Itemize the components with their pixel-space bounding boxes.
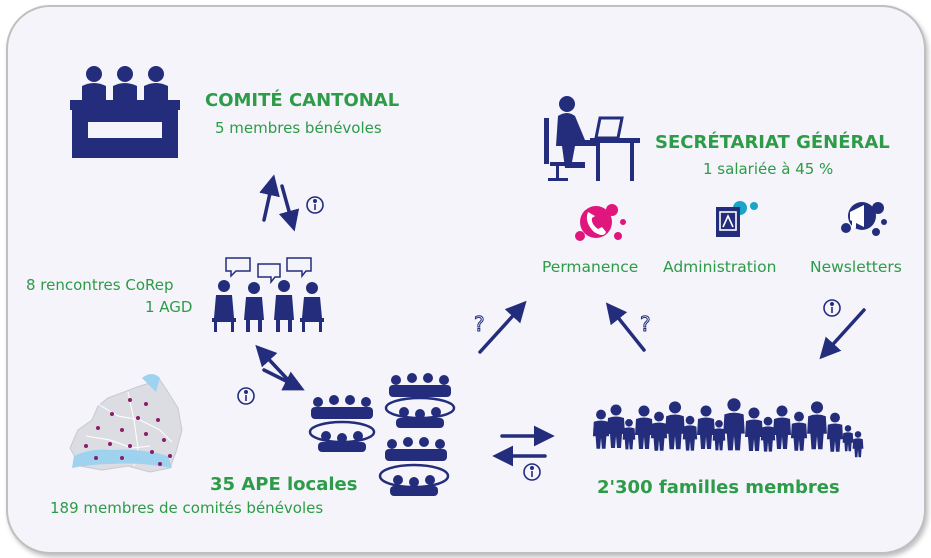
info-circle-icon bbox=[523, 463, 541, 481]
comite-subtitle: 5 membres bénévoles bbox=[215, 119, 382, 137]
folder-splash-icon bbox=[716, 201, 758, 237]
arrow-down-comite bbox=[278, 184, 300, 232]
office-worker-icon bbox=[544, 96, 640, 181]
ape-groups-icon bbox=[308, 373, 456, 496]
canton-map-icon bbox=[69, 374, 183, 473]
info-markers bbox=[237, 196, 841, 481]
arrow-down-ape bbox=[262, 368, 305, 391]
secretariat-subtitle: 1 salariée à 45 % bbox=[703, 160, 834, 178]
arrow-familles-secretariat bbox=[605, 302, 646, 352]
question-mark-icon: ? bbox=[474, 312, 485, 336]
meeting-group-icon bbox=[212, 257, 324, 332]
corep-line1: 8 rencontres CoRep bbox=[26, 276, 174, 294]
service-newsletters: Newsletters bbox=[810, 258, 902, 276]
council-desk-icon bbox=[70, 66, 180, 158]
ape-title: 35 APE locales bbox=[210, 474, 358, 495]
service-administration: Administration bbox=[663, 258, 777, 276]
families-crowd-icon bbox=[592, 398, 864, 458]
info-circle-icon bbox=[306, 196, 324, 214]
ape-subtitle: 189 membres de comités bénévoles bbox=[50, 499, 324, 517]
megaphone-splash-icon bbox=[841, 202, 887, 236]
question-markers: ? ? bbox=[474, 312, 652, 337]
familles-title: 2'300 familles membres bbox=[597, 477, 840, 498]
secretariat-title: SECRÉTARIAT GÉNÉRAL bbox=[655, 132, 890, 153]
arrow-newsletters-familles bbox=[819, 308, 866, 360]
arrows bbox=[255, 174, 866, 467]
arrow-ape-secretariat bbox=[478, 300, 527, 354]
corep-line2: 1 AGD bbox=[145, 298, 193, 316]
info-circle-icon bbox=[237, 387, 255, 405]
arrow-up-comite bbox=[259, 174, 280, 222]
info-circle-icon bbox=[823, 299, 841, 317]
service-permanence: Permanence bbox=[542, 258, 639, 276]
question-mark-icon: ? bbox=[640, 312, 651, 336]
phone-splash-icon bbox=[575, 204, 626, 241]
comite-title: COMITÉ CANTONAL bbox=[205, 90, 400, 111]
